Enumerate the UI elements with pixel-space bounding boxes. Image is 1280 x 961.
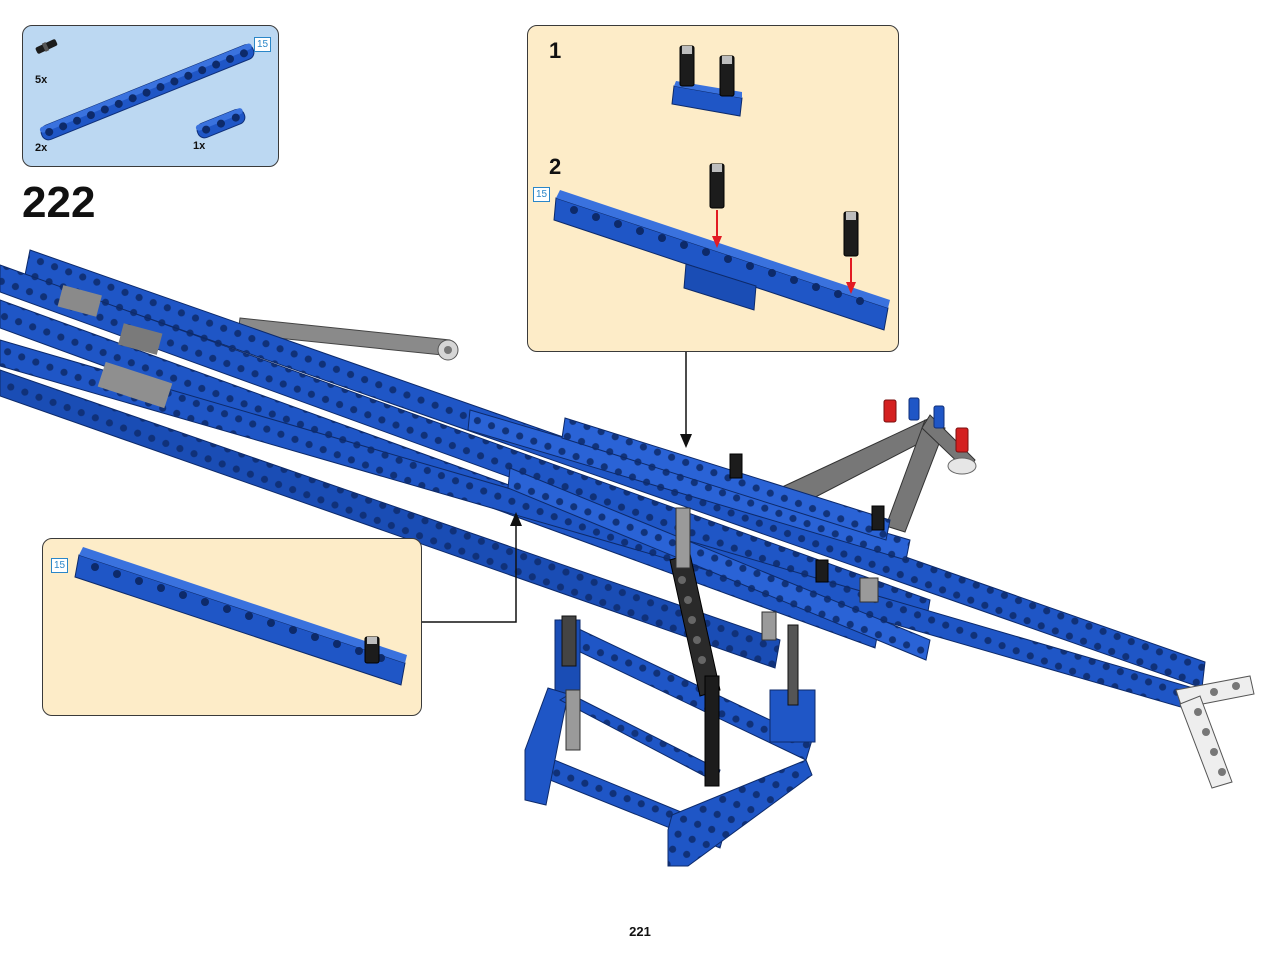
- substep-2-beam: [553, 163, 890, 331]
- parts-list-illustration: [35, 39, 255, 141]
- long-beam-with-pin: [74, 547, 407, 686]
- blue-beam-stack: [0, 249, 1206, 713]
- beam-length-badge: 15: [51, 558, 68, 573]
- callout-arrow-b: [422, 512, 522, 623]
- callout-arrow-a: [680, 352, 692, 448]
- substep-1-beam: [671, 45, 743, 117]
- subassembly-a-panel: 1 2 15: [527, 25, 899, 352]
- pin-quantity: 5x: [35, 74, 48, 86]
- substep-number: 1: [549, 38, 562, 63]
- subassembly-a-illustration: [553, 45, 890, 331]
- red-pin-icon: [883, 399, 969, 453]
- step-number: 222: [22, 178, 96, 227]
- page-number: 221: [629, 924, 651, 939]
- short-beam-quantity: 1x: [193, 140, 206, 152]
- subassembly-b-panel: 15: [42, 538, 422, 716]
- beam-length-badge: 15: [533, 187, 550, 202]
- long-beam-quantity: 2x: [35, 142, 48, 154]
- white-end-link: [1175, 675, 1255, 789]
- lower-support-frame: [524, 453, 885, 867]
- blue-pin-icon: [908, 397, 945, 429]
- beam-length-badge: 15: [254, 37, 271, 52]
- substep-number: 2: [549, 154, 562, 179]
- subassembly-b-illustration: [74, 547, 407, 686]
- parts-list-panel: 5x 2x 1x 15: [22, 25, 279, 167]
- black-pin-part: [35, 39, 58, 54]
- blue-beam-3-part: [195, 108, 246, 139]
- gray-triangle-frame: [779, 414, 977, 533]
- blue-beam-15-part: [39, 43, 255, 141]
